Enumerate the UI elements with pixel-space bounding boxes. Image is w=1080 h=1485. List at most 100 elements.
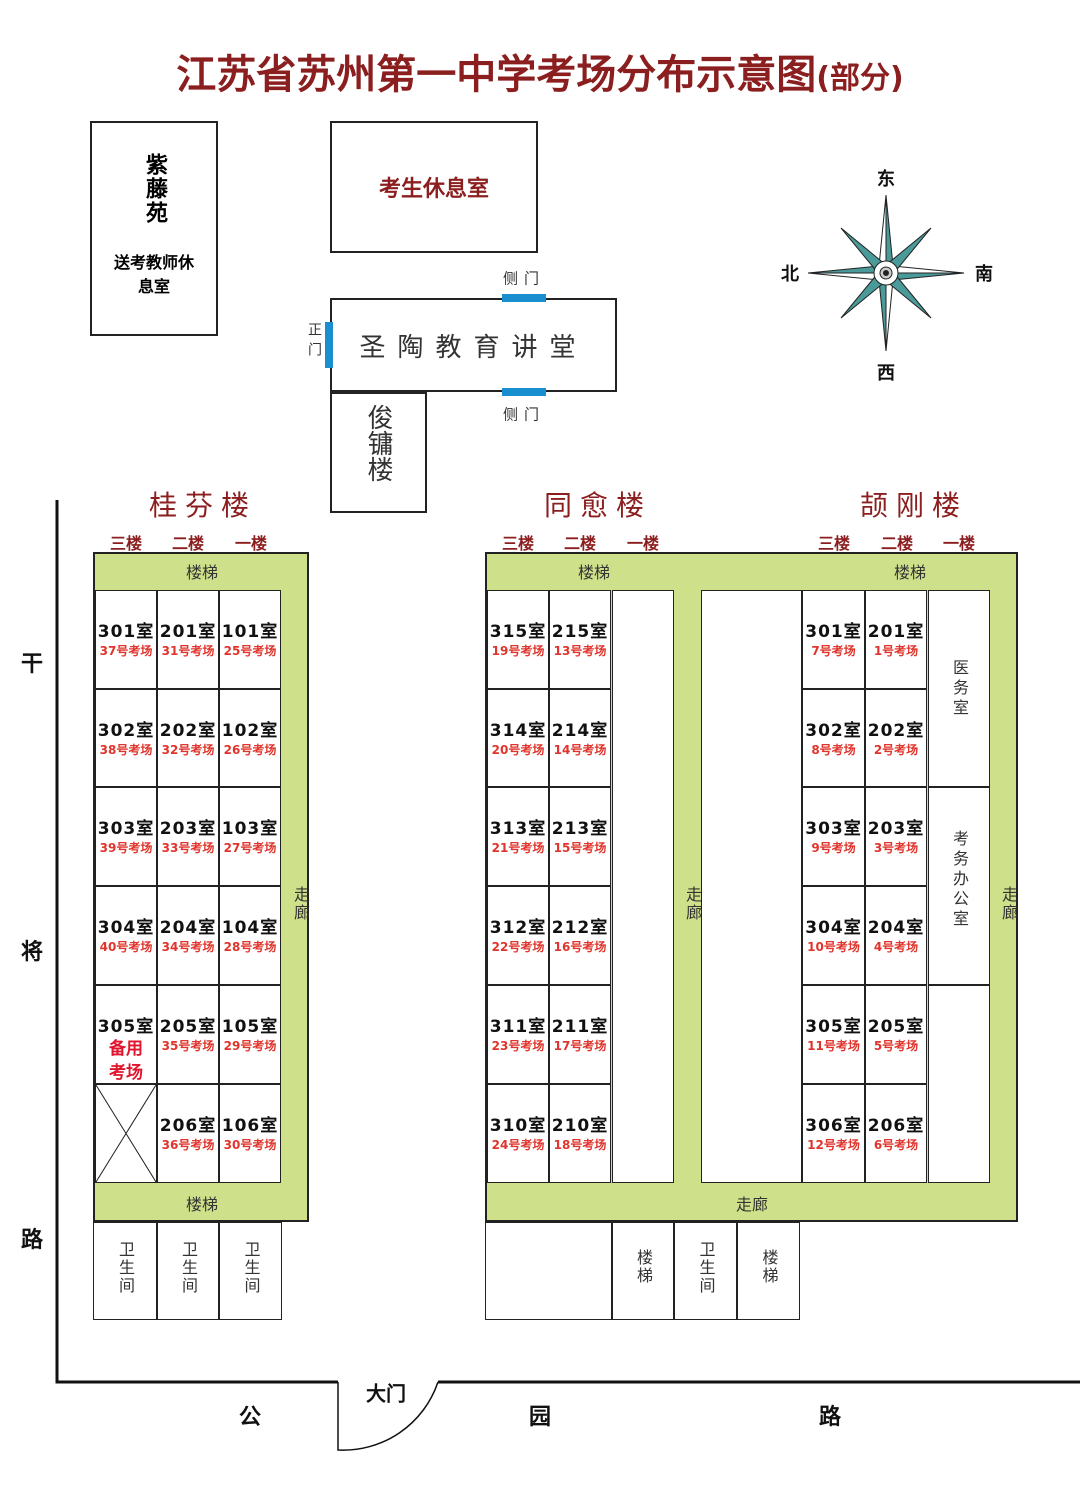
compass-west: 西	[877, 363, 895, 384]
floor-label: 一楼	[234, 534, 268, 553]
junyong-label: 俊镛楼	[363, 404, 393, 482]
exam-label: 32号考场	[161, 743, 215, 757]
exam-label: 30号考场	[223, 1138, 277, 1152]
toilet-room: 卫生间	[674, 1222, 737, 1320]
exam-label: 14号考场	[553, 743, 607, 757]
road-left-char: 将	[20, 940, 44, 965]
exam-label: 29号考场	[223, 1039, 277, 1053]
room-number: 214室	[551, 721, 609, 741]
title-suffix: (部分)	[816, 61, 904, 96]
main-door	[325, 322, 333, 368]
teacher-rest-room: 送考教师休息室	[114, 253, 195, 296]
exam-label: 24号考场	[491, 1138, 545, 1152]
toilet-label: 卫生间	[179, 1241, 198, 1295]
exam-office-label: 考务办公室	[950, 830, 969, 930]
exam-label: 23号考场	[491, 1039, 545, 1053]
stairs-label: 楼梯	[634, 1249, 653, 1285]
room-number: 206室	[159, 1116, 217, 1136]
room-number: 305室	[97, 1017, 155, 1037]
road-bottom-char: 园	[528, 1405, 552, 1430]
room-number: 302室	[805, 721, 862, 741]
room-number: 212室	[551, 918, 609, 938]
exam-label: 3号考场	[873, 841, 919, 855]
room-number: 102室	[221, 721, 279, 741]
room-number: 304室	[97, 918, 155, 938]
stairwell: 楼梯	[737, 1222, 800, 1320]
room-number: 213室	[551, 819, 609, 839]
corridor-label: 走廊	[291, 886, 310, 922]
road-bottom-char: 公	[238, 1405, 262, 1430]
map-title: 江苏省苏州第一中学考场分布示意图(部分)	[0, 42, 1080, 100]
exam-room: 311室 23号考场	[487, 985, 549, 1084]
empty-room	[612, 590, 674, 1183]
exam-label: 18号考场	[553, 1138, 607, 1152]
floor-label: 一楼	[942, 534, 976, 553]
road-bottom-char: 路	[818, 1405, 842, 1430]
empty-room	[485, 1222, 612, 1320]
exam-label: 39号考场	[99, 841, 153, 855]
stairs-label: 楼梯	[185, 563, 219, 582]
exam-label: 16号考场	[553, 940, 607, 954]
floor-label: 二楼	[563, 534, 597, 553]
toilet-room: 卫生间	[219, 1222, 282, 1320]
room-number: 311室	[489, 1017, 547, 1037]
exam-label: 33号考场	[161, 841, 215, 855]
stairwell: 楼梯	[612, 1222, 674, 1320]
exam-office: 考务办公室	[928, 787, 990, 985]
room-number: 103室	[221, 819, 279, 839]
cross-icon	[95, 1084, 157, 1183]
building-name-jiegang: 颉刚楼	[859, 489, 969, 522]
room-number: 205室	[867, 1017, 925, 1037]
room-number: 313室	[489, 819, 547, 839]
floor-label: 三楼	[501, 534, 535, 553]
building-name-tongyu: 同愈楼	[543, 489, 653, 522]
exam-room: 302室 38号考场	[95, 689, 157, 787]
main-gate-label: 大门	[366, 1381, 406, 1406]
room-number: 101室	[221, 622, 279, 642]
room-number: 301室	[97, 622, 155, 642]
room-number: 302室	[97, 721, 155, 741]
unused-room	[95, 1084, 157, 1183]
exam-label: 15号考场	[553, 841, 607, 855]
exam-label: 19号考场	[491, 644, 545, 658]
floor-label: 二楼	[171, 534, 205, 553]
medical-room: 医务室	[928, 590, 990, 787]
ziteng-yuan: 紫藤苑 送考教师休息室	[90, 121, 218, 336]
road-left-char: 路	[20, 1228, 44, 1253]
exam-label: 38号考场	[99, 743, 153, 757]
exam-room: 202室 32号考场	[157, 689, 219, 787]
corridor-label: 走廊	[735, 1195, 769, 1214]
compass-icon	[807, 194, 965, 352]
room-number: 306室	[805, 1116, 862, 1136]
ziteng-name: 紫藤苑	[142, 153, 167, 225]
room-number: 104室	[221, 918, 279, 938]
room-number: 303室	[97, 819, 155, 839]
room-number: 301室	[805, 622, 862, 642]
compass-south: 南	[975, 264, 993, 285]
empty-room	[928, 985, 990, 1183]
toilet-room: 卫生间	[157, 1222, 219, 1320]
room-number: 215室	[551, 622, 609, 642]
room-number: 310室	[489, 1116, 547, 1136]
student-rest-room: 考生休息室	[330, 121, 538, 253]
room-number: 203室	[867, 819, 925, 839]
room-number: 202室	[159, 721, 217, 741]
floor-label: 一楼	[626, 534, 660, 553]
